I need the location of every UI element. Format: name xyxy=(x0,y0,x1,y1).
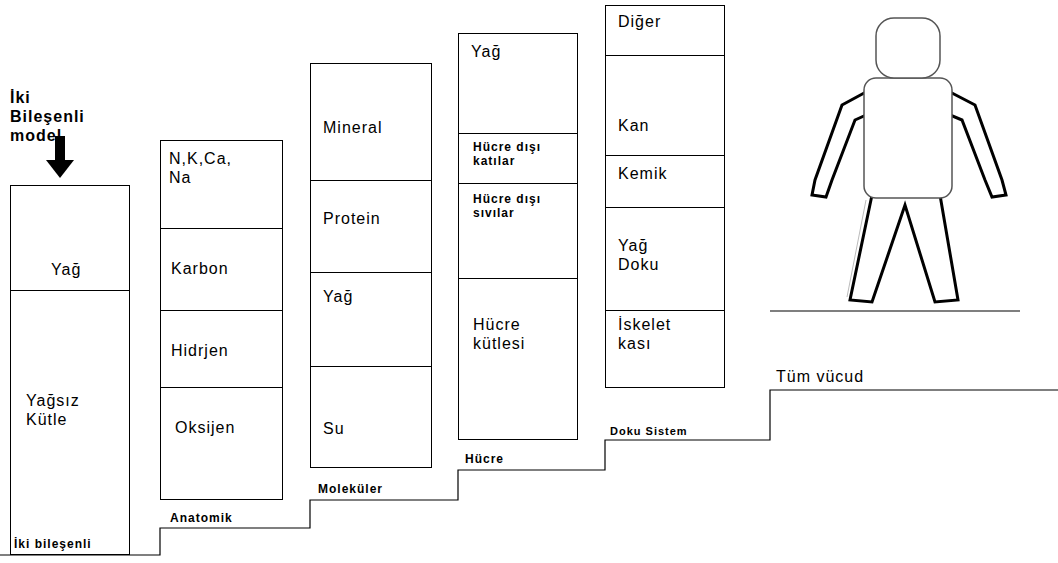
segment-label: Yağ xyxy=(471,42,501,61)
composition-segment: Yağ xyxy=(10,185,130,291)
composition-segment: Yağ xyxy=(310,272,432,367)
segment-label: Kemik xyxy=(618,164,667,183)
ground-line xyxy=(770,310,1020,311)
model-label: İki Bileşenli model xyxy=(10,88,85,146)
composition-segment: Kemik xyxy=(605,155,725,208)
composition-segment: Hidrjen xyxy=(160,310,283,388)
human-figure xyxy=(812,18,1006,302)
segment-label: Yağ xyxy=(323,287,353,306)
level-label: Tüm vücud xyxy=(776,367,864,386)
segment-label: Su xyxy=(323,419,345,438)
segment-label: Yağ Doku xyxy=(618,236,688,274)
level-label: Anatomik xyxy=(170,511,233,525)
segment-label: Hücre dışı katılar xyxy=(473,140,573,169)
segment-label: Karbon xyxy=(171,259,229,278)
level-label: Moleküler xyxy=(318,482,383,496)
composition-segment: Yağ xyxy=(458,33,578,134)
segment-label: Yağsız Kütle xyxy=(26,391,106,429)
composition-segment: Hücre dışı sıvılar xyxy=(458,183,578,279)
composition-segment: N,K,Ca, Na xyxy=(160,140,283,229)
segment-label: İskelet kası xyxy=(618,315,708,353)
composition-segment: Hücre dışı katılar xyxy=(458,133,578,184)
segment-label: Diğer xyxy=(618,12,661,31)
segment-label: Mineral xyxy=(323,118,382,137)
level-label: İki bileşenli xyxy=(14,537,92,551)
composition-segment: Kan xyxy=(605,55,725,156)
level-label: Hücre xyxy=(465,452,504,466)
composition-segment: Yağsız Kütle xyxy=(10,290,130,555)
segment-label: N,K,Ca, Na xyxy=(169,149,244,187)
composition-segment: İskelet kası xyxy=(605,310,725,388)
segment-label: Kan xyxy=(618,116,649,135)
segment-label: Protein xyxy=(323,209,381,228)
composition-segment: Hücre kütlesi xyxy=(458,278,578,440)
composition-segment: Diğer xyxy=(605,5,725,56)
composition-segment: Mineral xyxy=(310,63,432,181)
segment-label: Hücre dışı sıvılar xyxy=(473,192,573,221)
segment-label: Yağ xyxy=(51,260,81,279)
segment-label: Hidrjen xyxy=(171,341,229,360)
composition-segment: Su xyxy=(310,366,432,468)
composition-segment: Karbon xyxy=(160,228,283,311)
level-label: Doku Sistem xyxy=(610,425,688,438)
composition-segment: Protein xyxy=(310,180,432,273)
segment-label: Hücre kütlesi xyxy=(473,315,563,353)
composition-segment: Oksijen xyxy=(160,387,283,500)
composition-segment: Yağ Doku xyxy=(605,207,725,311)
segment-label: Oksijen xyxy=(175,418,235,437)
